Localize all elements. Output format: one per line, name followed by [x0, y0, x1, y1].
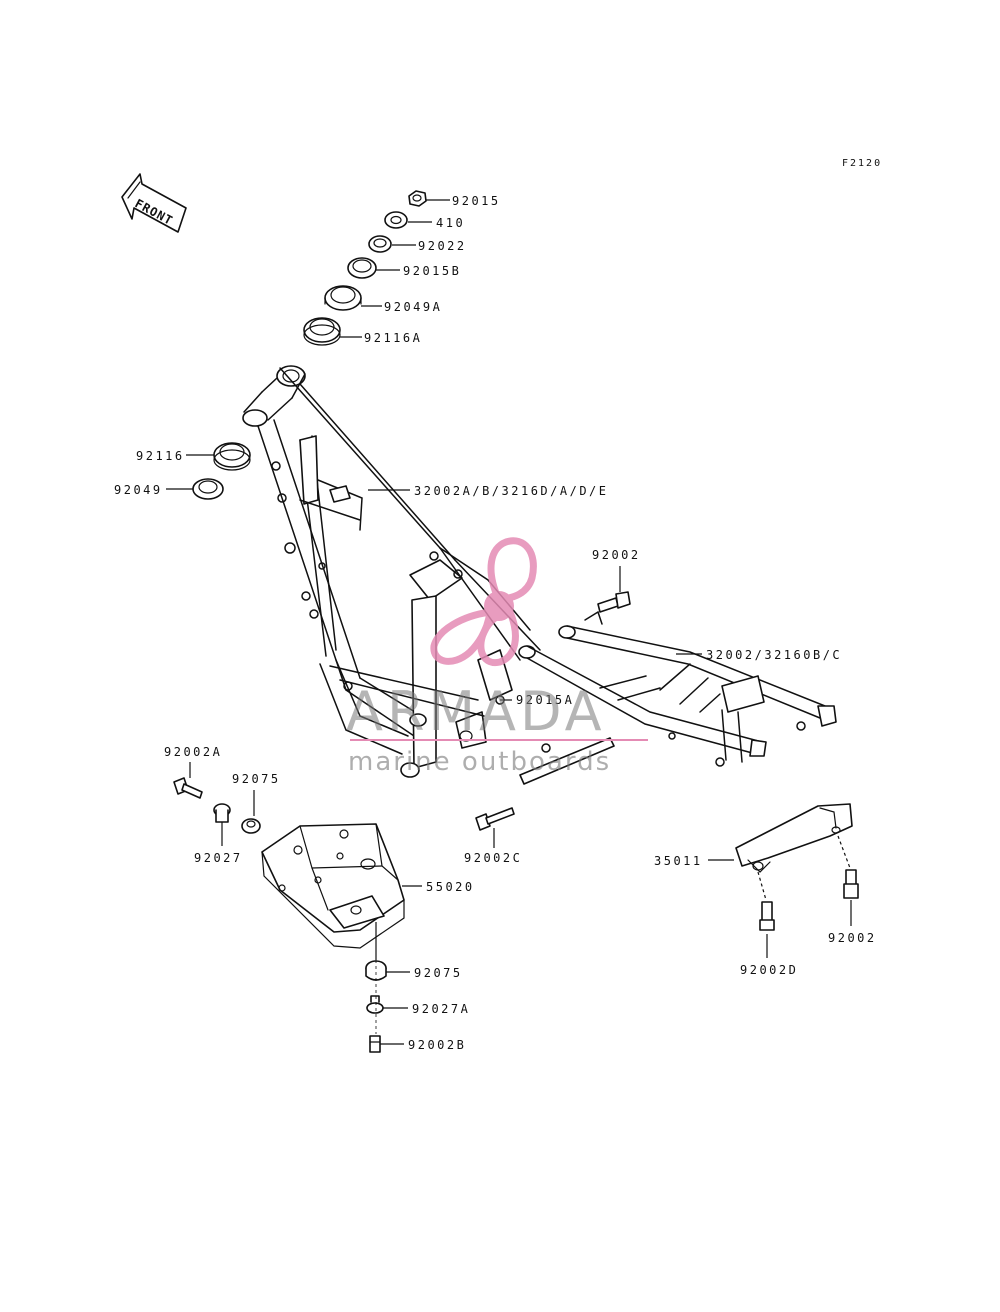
callout-92002b: 92002B [408, 1038, 466, 1052]
bolt-92002c [475, 807, 515, 831]
seal-92049 [192, 478, 224, 500]
chain-guard-35011 [735, 803, 853, 873]
callout-92002d: 92002D [740, 963, 798, 977]
collar-92027 [213, 803, 231, 823]
bolt-92002a [173, 777, 203, 799]
collar-92027a [366, 995, 384, 1014]
figure-code: F2120 [842, 158, 882, 169]
bearing-92116 [213, 442, 251, 471]
callout-92002c: 92002C [464, 851, 522, 865]
callout-labels: 92015 410 92022 92015B 92049A 92116A 921… [114, 194, 877, 1052]
callout-35011: 35011 [654, 854, 703, 868]
locknut-92022 [368, 235, 392, 253]
callout-92015a: 92015A [516, 693, 574, 707]
rear-subframe [518, 610, 837, 785]
callout-92022: 92022 [418, 239, 467, 253]
callout-92075-lower: 92075 [414, 966, 463, 980]
skid-plate-55020 [261, 823, 405, 949]
main-frame [242, 365, 551, 778]
callout-92002-upper: 92002 [592, 548, 641, 562]
callout-92002-chain-guard: 92002 [828, 931, 877, 945]
damper-92075-upper [241, 818, 261, 834]
bearing-92049a [324, 285, 362, 311]
callout-92116: 92116 [136, 449, 185, 463]
callout-410: 410 [436, 216, 465, 230]
bolt-92002d [759, 901, 775, 931]
callout-92015b: 92015B [403, 264, 461, 278]
front-arrow-icon: FRONT [121, 173, 187, 233]
callout-92049a: 92049A [384, 300, 442, 314]
callout-rear-frame: 32002/32160B/C [706, 648, 842, 662]
callout-92075-upper: 92075 [232, 772, 281, 786]
propeller-logo-icon [430, 537, 537, 667]
leader-lines [166, 199, 852, 1045]
watermark-tagline: marine outboards [348, 747, 611, 777]
callout-92027a: 92027A [412, 1002, 470, 1016]
nut-92015b [347, 257, 377, 279]
bearing-92116a [303, 317, 341, 346]
nut-92015 [408, 190, 427, 207]
washer-410 [384, 211, 408, 229]
callout-92116a: 92116A [364, 331, 422, 345]
damper-92075-lower [365, 960, 387, 981]
watermark: ARMADA marine outboards [346, 537, 648, 777]
callout-main-frame: 32002A/B/3216D/A/D/E [414, 484, 609, 498]
callout-92002a: 92002A [164, 745, 222, 759]
callout-92049: 92049 [114, 483, 163, 497]
bolt-92002-upper [597, 591, 631, 613]
bolt-92002-chain-guard [843, 869, 859, 899]
bolt-92002b [369, 1035, 381, 1053]
watermark-brand: ARMADA [346, 680, 606, 743]
callout-55020: 55020 [426, 880, 475, 894]
callout-92015: 92015 [452, 194, 501, 208]
callout-92027: 92027 [194, 851, 243, 865]
